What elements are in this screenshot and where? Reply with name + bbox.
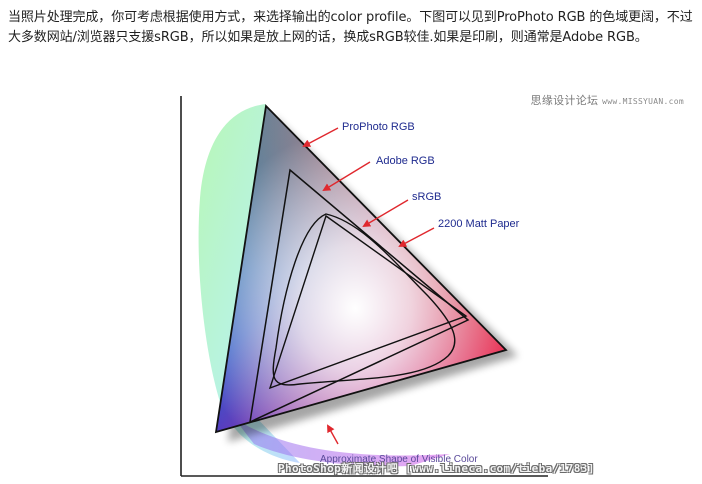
visible-spectrum-bottom-fringe	[234, 418, 450, 467]
site-watermark-url: www.MISSYUAN.com	[602, 97, 684, 106]
srgb-arrow	[362, 199, 409, 228]
label-prophoto-rgb: ProPhoto RGB	[342, 121, 415, 133]
prophoto-gamut-triangle	[214, 104, 508, 434]
color-gamut-figure: ProPhoto RGB Adobe RGB sRGB 2200 Matt Pa…	[150, 88, 690, 484]
visible-spectrum-lobe	[198, 104, 300, 463]
gamut-diagram: ProPhoto RGB Adobe RGB sRGB 2200 Matt Pa…	[180, 96, 548, 477]
visible-shape-arrow	[327, 424, 339, 445]
srgb-gamut-triangle	[268, 214, 468, 390]
site-watermark-name: 思缘设计论坛	[530, 94, 599, 107]
site-watermark: 思缘设计论坛 www.MISSYUAN.com	[531, 92, 684, 108]
label-adobe-rgb: Adobe RGB	[376, 155, 435, 167]
bottom-watermark: PhotoShop新闻设计吧 [www.lineca.com/tieba/178…	[278, 462, 595, 475]
article-paragraph: 当照片处理完成，你可考虑根据使用方式，来选择输出的color profile。下…	[8, 10, 693, 45]
adobe-rgb-gamut-triangle	[249, 168, 470, 424]
label-visible-color-shape: Approximate Shape of Visible Color	[320, 454, 478, 465]
adobe-rgb-arrow	[322, 161, 371, 192]
matt-paper-gamut-curve	[272, 213, 456, 386]
matt-paper-arrow	[398, 227, 435, 247]
prophoto-arrow	[302, 127, 339, 147]
label-srgb: sRGB	[412, 191, 441, 203]
label-matt-paper: 2200 Matt Paper	[438, 218, 520, 230]
